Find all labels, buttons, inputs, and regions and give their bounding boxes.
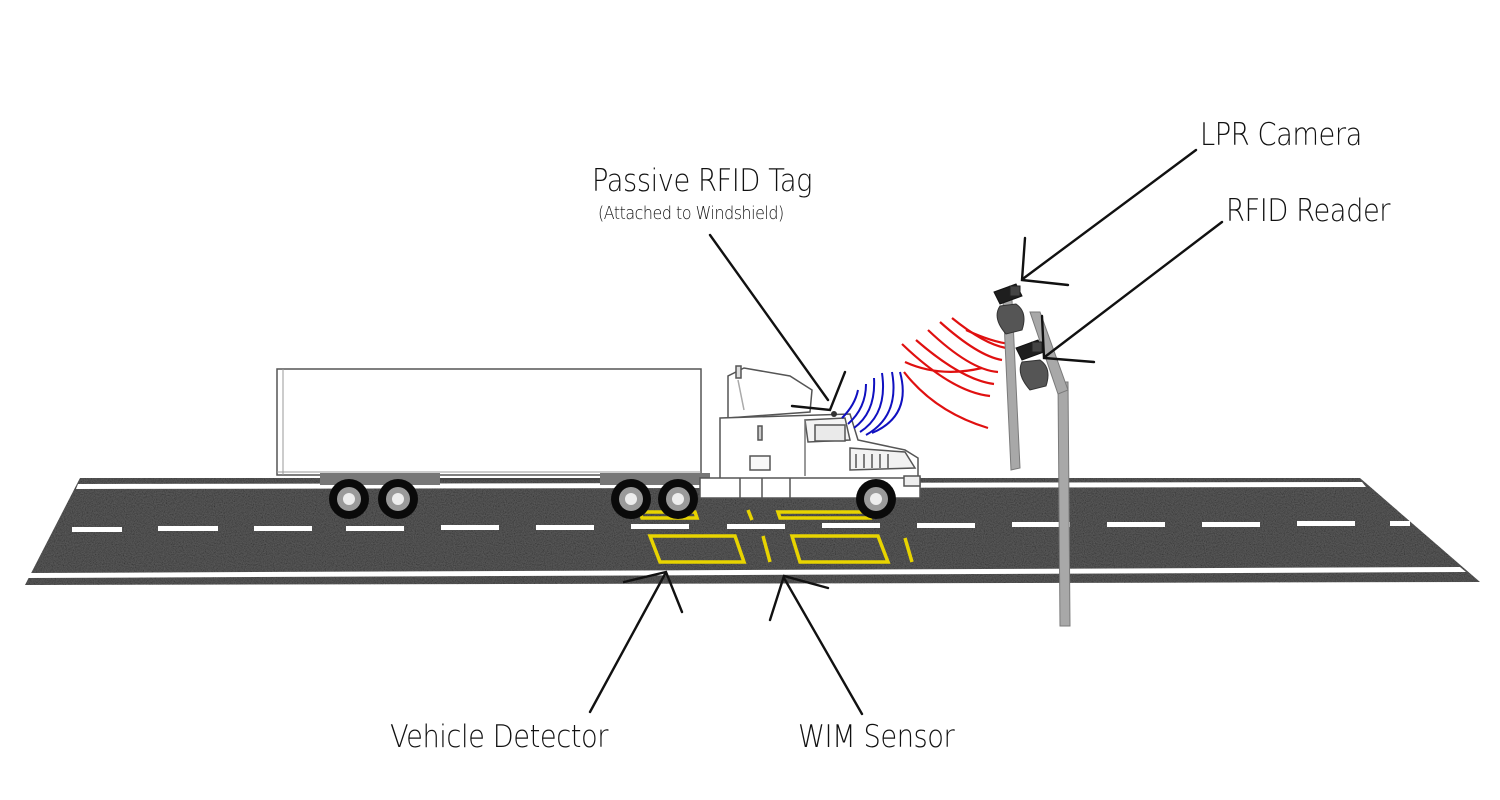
trailer-box [276,368,702,476]
gantry-pole [993,283,1071,627]
wheel [856,479,896,519]
leader-rfid-reader [1044,220,1224,358]
passive-rfid-tag-note: (Attached to Windshield) [598,203,784,224]
lpr-camera [993,283,1025,335]
passive-rfid-tag-label: Passive RFID Tag [592,163,813,199]
rfid-tag-waves [841,371,904,436]
leader-lines [588,148,1224,716]
wheel [378,479,418,519]
vehicle-detector-loop [647,534,747,564]
vehicle-detector-label: Vehicle Detector [390,719,609,755]
leader-wim-sensor [782,576,864,716]
wheels [329,479,896,519]
tractor-cab [699,365,921,499]
leader-vehicle-detector [588,572,667,714]
leader-rfid-tag [708,233,830,402]
rfid-reader-label: RFID Reader [1226,193,1391,229]
road-bottom-edge-line [28,567,1466,578]
wim-sensor-loop [789,534,891,564]
wheel [329,479,369,519]
rfid-tag [831,411,837,417]
leader-lpr-camera [1022,148,1198,280]
road-center-dashes [72,521,1410,532]
wim-sensor-label: WIM Sensor [798,719,955,755]
rfid-reader-device [1015,339,1049,391]
wheel [611,479,651,519]
lpr-camera-label: LPR Camera [1200,117,1362,153]
wheel [658,479,698,519]
rfid-reader-waves [901,317,1011,430]
truck [276,365,921,519]
